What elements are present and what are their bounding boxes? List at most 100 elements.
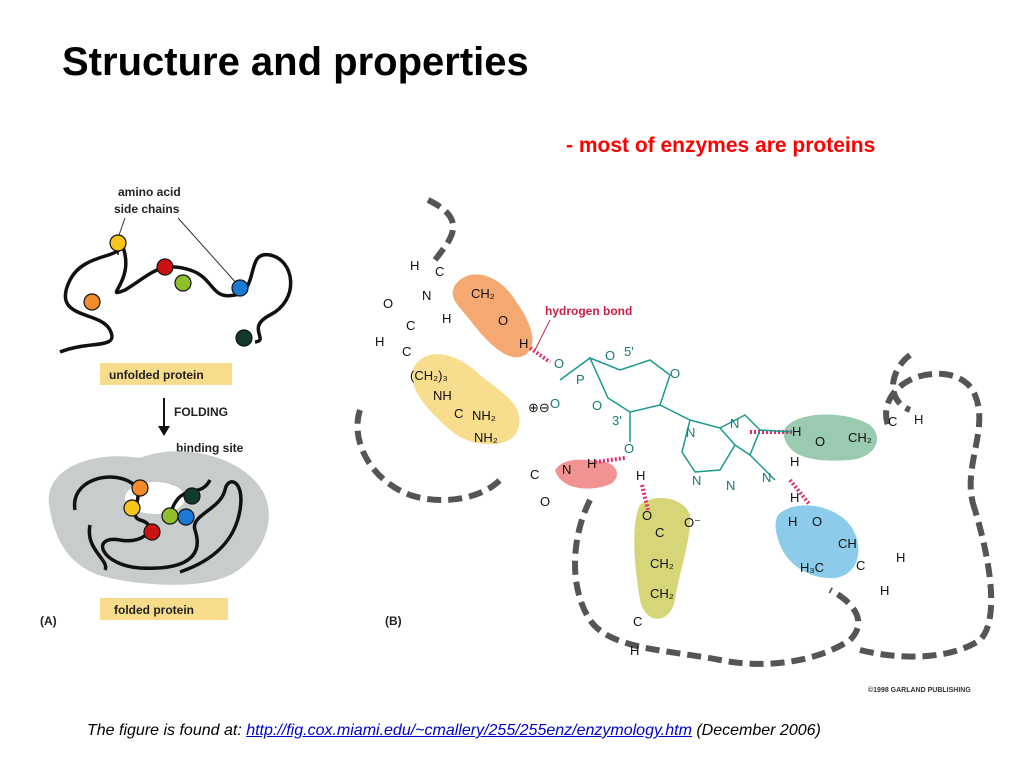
- unfolded-label: unfolded protein: [109, 368, 204, 382]
- svg-text:H: H: [636, 468, 645, 483]
- svg-text:CH: CH: [838, 536, 857, 551]
- amino-acid-yellow-icon: [109, 234, 127, 252]
- panel-a: amino acid side chains unfolded protein …: [40, 185, 293, 628]
- side-chain-label-2: side chains: [114, 202, 180, 216]
- folded-blue-icon: [177, 508, 195, 526]
- hydrogen-bond-label: hydrogen bond: [545, 304, 632, 318]
- folded-protein-shadow: [48, 451, 269, 585]
- svg-text:C: C: [633, 614, 642, 629]
- svg-text:CH₂: CH₂: [650, 586, 674, 601]
- arginine-blob: [412, 354, 520, 445]
- folded-label: folded protein: [114, 603, 194, 617]
- svg-text:O: O: [815, 434, 825, 449]
- hydrogen-bonds: [528, 346, 812, 511]
- svg-text:O: O: [383, 296, 393, 311]
- asn-blob: [555, 459, 618, 489]
- svg-text:H: H: [410, 258, 419, 273]
- folded-label-box: [100, 598, 228, 620]
- svg-text:O: O: [812, 514, 822, 529]
- panel-b: (B) H C N H O C H C CH₂ O H (CH₂)₃ NH C …: [354, 197, 995, 694]
- svg-text:H: H: [375, 334, 384, 349]
- figure-caption: The figure is found at: http://fig.cox.m…: [87, 722, 821, 740]
- svg-text:O: O: [554, 356, 564, 371]
- svg-text:NH₂: NH₂: [474, 430, 498, 445]
- svg-text:P: P: [576, 372, 585, 387]
- svg-text:O: O: [592, 398, 602, 413]
- svg-text:C: C: [888, 414, 897, 429]
- amino-acid-dark-icon: [235, 329, 253, 347]
- nucleotide-atoms: O P O O O 5' 3' O O N N N N N: [550, 344, 771, 493]
- slide-subtitle: - most of enzymes are proteins: [566, 134, 876, 157]
- svg-text:O: O: [624, 441, 634, 456]
- svg-text:N: N: [562, 462, 571, 477]
- nucleotide-structure: [559, 356, 793, 481]
- enzyme-figure: amino acid side chains unfolded protein …: [30, 180, 1000, 700]
- svg-text:CH₂: CH₂: [848, 430, 872, 445]
- hydrogen-bond-pointer: [534, 319, 551, 351]
- amino-acid-red-icon: [156, 258, 174, 276]
- unfolded-label-box: [100, 363, 232, 385]
- svg-text:H: H: [788, 514, 797, 529]
- svg-text:C: C: [655, 525, 664, 540]
- svg-text:NH₂: NH₂: [472, 408, 496, 423]
- svg-text:N: N: [762, 470, 771, 485]
- folding-arrowhead-icon: [158, 426, 170, 436]
- svg-text:C: C: [435, 264, 444, 279]
- slide-title: Structure and properties: [62, 40, 529, 84]
- panel-a-label: (A): [40, 614, 57, 628]
- svg-text:N: N: [686, 425, 695, 440]
- unfolded-chain: [59, 239, 293, 354]
- svg-text:C: C: [454, 406, 463, 421]
- serine-blob: [452, 274, 533, 358]
- svg-text:⊕⊖: ⊕⊖: [528, 400, 550, 415]
- figure-svg: amino acid side chains unfolded protein …: [40, 185, 995, 694]
- svg-text:H: H: [519, 336, 528, 351]
- svg-text:C: C: [856, 558, 865, 573]
- amino-acid-orange-icon: [83, 293, 101, 311]
- svg-text:O⁻: O⁻: [684, 515, 701, 530]
- svg-text:O: O: [498, 313, 508, 328]
- caption-prefix: The figure is found at:: [87, 722, 247, 739]
- svg-text:C: C: [530, 467, 539, 482]
- svg-text:N: N: [726, 478, 735, 493]
- amino-acid-green-icon: [174, 274, 192, 292]
- svg-text:CH₂: CH₂: [471, 286, 495, 301]
- left-residues: H C N H O C H C CH₂ O H (CH₂)₃ NH C NH₂ …: [375, 258, 701, 658]
- panel-b-label: (B): [385, 614, 402, 628]
- svg-text:H: H: [880, 583, 889, 598]
- side-chain-pointer: [177, 217, 239, 286]
- binding-site-label: binding site: [176, 441, 244, 455]
- caption-suffix: (December 2006): [691, 722, 821, 739]
- folded-orange-icon: [131, 479, 149, 497]
- svg-text:CH₂: CH₂: [650, 556, 674, 571]
- folded-red-icon: [143, 523, 161, 541]
- svg-text:N: N: [422, 288, 431, 303]
- glutamate-blob: [634, 497, 691, 619]
- svg-text:N: N: [692, 473, 701, 488]
- svg-text:O: O: [550, 396, 560, 411]
- threonine-blob: [775, 505, 859, 579]
- folding-label: FOLDING: [174, 405, 228, 419]
- right-residues: H O CH₂ C H H H H O CH H₃C C H H: [788, 412, 923, 598]
- svg-text:H: H: [587, 456, 596, 471]
- svg-text:O: O: [670, 366, 680, 381]
- svg-text:H: H: [914, 412, 923, 427]
- svg-text:O: O: [540, 494, 550, 509]
- folded-dark-icon: [183, 487, 201, 505]
- svg-text:3': 3': [612, 413, 622, 428]
- svg-text:H: H: [790, 490, 799, 505]
- svg-text:(CH₂)₃: (CH₂)₃: [410, 368, 448, 383]
- folded-yellow-icon: [123, 499, 141, 517]
- svg-text:H: H: [442, 311, 451, 326]
- svg-text:N: N: [730, 416, 739, 431]
- side-chain-label-1: amino acid: [118, 185, 181, 199]
- svg-text:5': 5': [624, 344, 634, 359]
- svg-text:H: H: [792, 424, 801, 439]
- caption-link[interactable]: http://fig.cox.miami.edu/~cmallery/255/2…: [246, 722, 692, 739]
- protein-backbone: [354, 197, 995, 667]
- svg-text:O: O: [605, 348, 615, 363]
- svg-text:C: C: [406, 318, 415, 333]
- folded-green-icon: [161, 507, 179, 525]
- svg-text:H: H: [790, 454, 799, 469]
- svg-text:H: H: [896, 550, 905, 565]
